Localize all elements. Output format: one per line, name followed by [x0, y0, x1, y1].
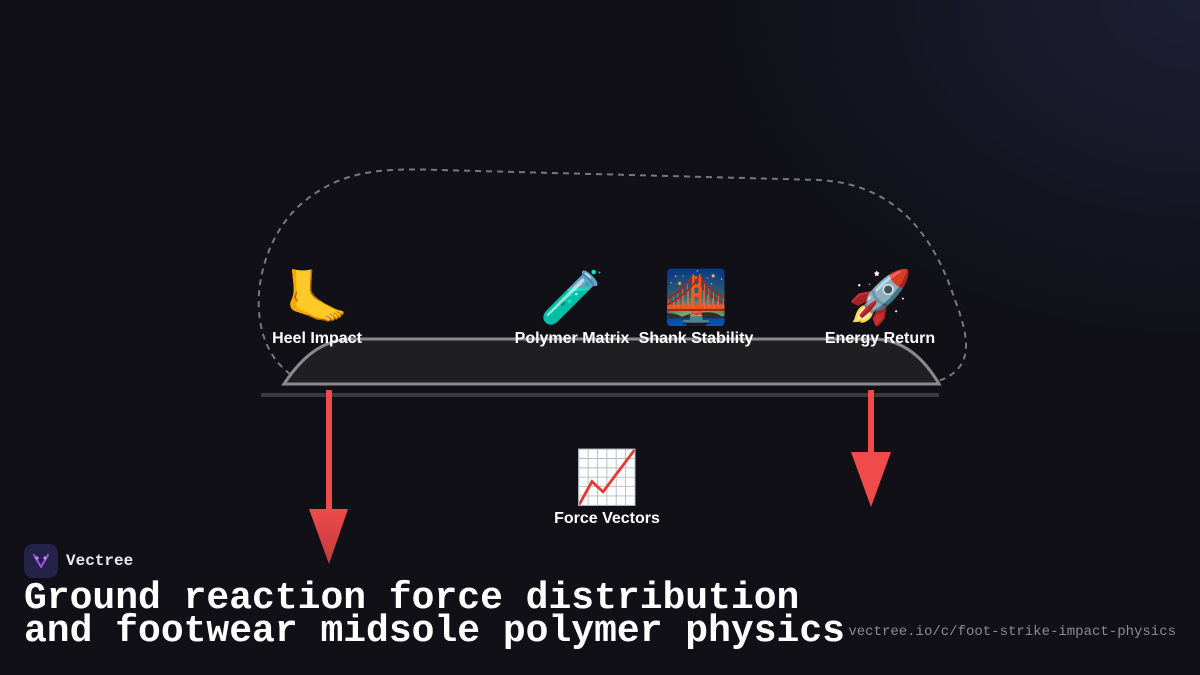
page-title: Ground reaction force distribution and f… — [24, 577, 845, 653]
brand: Vectree — [24, 544, 133, 578]
node-energy-return: 🚀 Energy Return — [780, 268, 980, 348]
page-url[interactable]: vectree.io/c/foot-strike-impact-physics — [848, 624, 1176, 640]
force-arrow-heel — [309, 390, 348, 564]
node-label: Heel Impact — [272, 330, 362, 347]
midsole-shape — [281, 337, 942, 386]
chart-increasing-icon: 📈 — [574, 448, 640, 508]
test-tube-icon: 🧪 — [539, 268, 605, 328]
node-shank-stability: 🌉 Shank Stability — [596, 268, 796, 348]
vectree-logo-icon — [24, 544, 58, 578]
rocket-icon: 🚀 — [847, 268, 913, 328]
node-label: Energy Return — [824, 330, 936, 347]
foot-outline — [257, 168, 967, 383]
brand-name: Vectree — [66, 552, 134, 570]
foot-icon: 🦶 — [284, 268, 350, 328]
node-label: Shank Stability — [638, 330, 754, 347]
node-force-vectors: 📈 Force Vectors — [507, 448, 707, 528]
bridge-icon: 🌉 — [663, 268, 729, 328]
node-polymer-matrix: 🧪 Polymer Matrix — [472, 268, 672, 348]
node-label: Force Vectors — [554, 510, 660, 527]
node-label: Polymer Matrix — [514, 330, 630, 347]
force-arrow-forefoot — [851, 390, 891, 507]
node-heel-impact: 🦶 Heel Impact — [217, 268, 417, 348]
